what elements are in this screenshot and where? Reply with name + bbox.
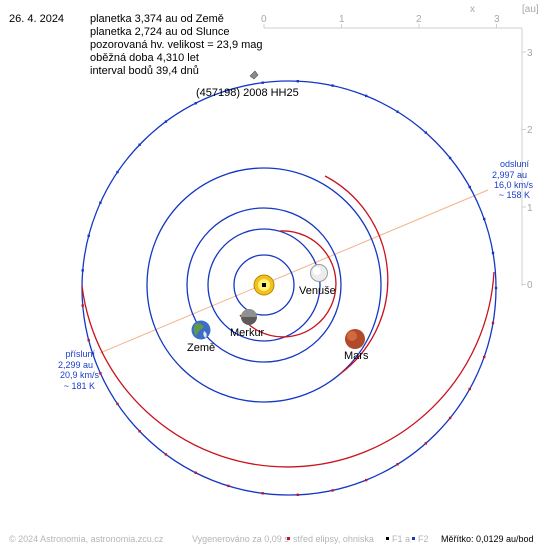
asteroid-orbit-points [81,80,498,496]
orbit-point [468,185,471,189]
earth-orbit [186,207,342,363]
perihelion-temperature: ~ 181 K [64,381,95,391]
mercury-orbit [233,254,295,316]
mars-planet[interactable] [345,329,365,349]
orbit-point [87,234,90,237]
orbit-point [424,442,427,445]
orbit-point [116,170,119,174]
scale: Měřítko: 0,0129 au/bod [441,534,534,544]
legend-center-marker [287,537,290,540]
perihelion-title: přísluní [65,349,95,359]
earth-label: Země [187,342,215,354]
y-unit: [au] [522,4,539,15]
orbit-point [365,94,368,98]
y-tick-3: 3 [527,48,533,59]
sun [253,274,275,296]
orbit-point [138,430,141,433]
venus-label: Venuše [299,285,336,297]
asteroid-marker[interactable] [249,70,259,80]
orbit-point [261,81,264,84]
legend-f2: F2 [418,534,429,544]
mars-orbit-red-arc-outer [324,175,389,375]
orbit-point [194,471,197,474]
orbit-point [491,251,495,255]
y-tick-2: 2 [527,125,533,136]
orbit-point [483,355,486,359]
legend-f1: F1 a [392,534,410,544]
orbit-point [448,416,452,420]
orbit-point [494,286,498,290]
mercury-planet[interactable] [241,309,257,325]
legend-center: střed elipsy, ohniska [293,534,374,544]
mars-orbit [146,167,382,403]
info-line-5: interval bodů 39,4 dnů [90,65,199,77]
orbit-point [99,201,102,204]
orbit-point [99,372,102,375]
x-tick-1: 1 [339,14,345,25]
orbit-point [261,492,264,495]
orbit-point [81,304,84,307]
mercury-label: Merkur [230,327,265,339]
earth-planet[interactable] [191,320,211,340]
mars-label: Mars [344,350,369,362]
orbit-point [164,453,168,456]
orbit-point [227,88,230,92]
x-tick-2: 2 [416,14,422,25]
asteroid-name: (457198) 2008 HH25 [196,87,299,99]
orbit-point [331,489,334,492]
aphelion-speed: 16,0 km/s [494,180,534,190]
orbit-point [87,339,90,342]
orbit-point [227,484,230,488]
info-line-4: oběžná doba 4,310 let [90,52,199,64]
aphelion-distance: 2,997 au [492,170,527,180]
venus-orbit [207,228,321,342]
orbit-point [296,80,299,83]
orbit-point [164,120,168,123]
asteroid-orbit-red-arc [81,271,495,468]
orbit-point [396,110,399,113]
orbit-point [138,143,141,146]
mars-orbit-red-arc [239,230,337,338]
orbit-point [81,269,84,272]
orbit-point [296,493,299,496]
orbit-point [194,102,197,105]
orbit-point [424,131,427,134]
orbit-point [331,84,334,87]
x-tick-3: 3 [494,14,500,25]
venus-planet[interactable] [310,264,328,282]
perihelion-distance: 2,299 au [58,360,93,370]
orbit-point [483,217,486,221]
perihelion-info: přísluní 2,299 au 20,9 km/s ~ 181 K [58,349,100,391]
date: 26. 4. 2024 [9,13,64,25]
legend-f2-marker [412,537,415,540]
orbit-point [365,478,368,482]
legend-f1-marker [386,537,389,540]
y-tick-1: 1 [527,203,533,214]
aphelion-title: odsluní [500,159,530,169]
generated-time: Vygenerováno za 0,09 s [192,534,289,544]
asteroid-orbit-blue [81,80,497,496]
info-line-3: pozorovaná hv. velikost = 23,9 mag [90,39,263,51]
axes [263,24,526,286]
info-line-1: planetka 3,374 au od Země [90,13,224,25]
x-tick-0: 0 [261,14,267,25]
orbit-point [396,463,399,466]
orbit-point [448,156,452,160]
apsides-line [99,189,489,354]
perihelion-speed: 20,9 km/s [60,370,100,380]
y-tick-0: 0 [527,280,533,291]
orbit-point [116,402,119,406]
x-unit: x [470,4,475,15]
info-line-2: planetka 2,724 au od Slunce [90,26,229,38]
aphelion-info: odsluní 2,997 au 16,0 km/s ~ 158 K [492,159,534,200]
orbit-point [491,321,495,325]
copyright: © 2024 Astronomia, astronomia.zcu.cz [9,534,164,544]
aphelion-temperature: ~ 158 K [499,190,530,200]
orbit-point [468,387,471,391]
